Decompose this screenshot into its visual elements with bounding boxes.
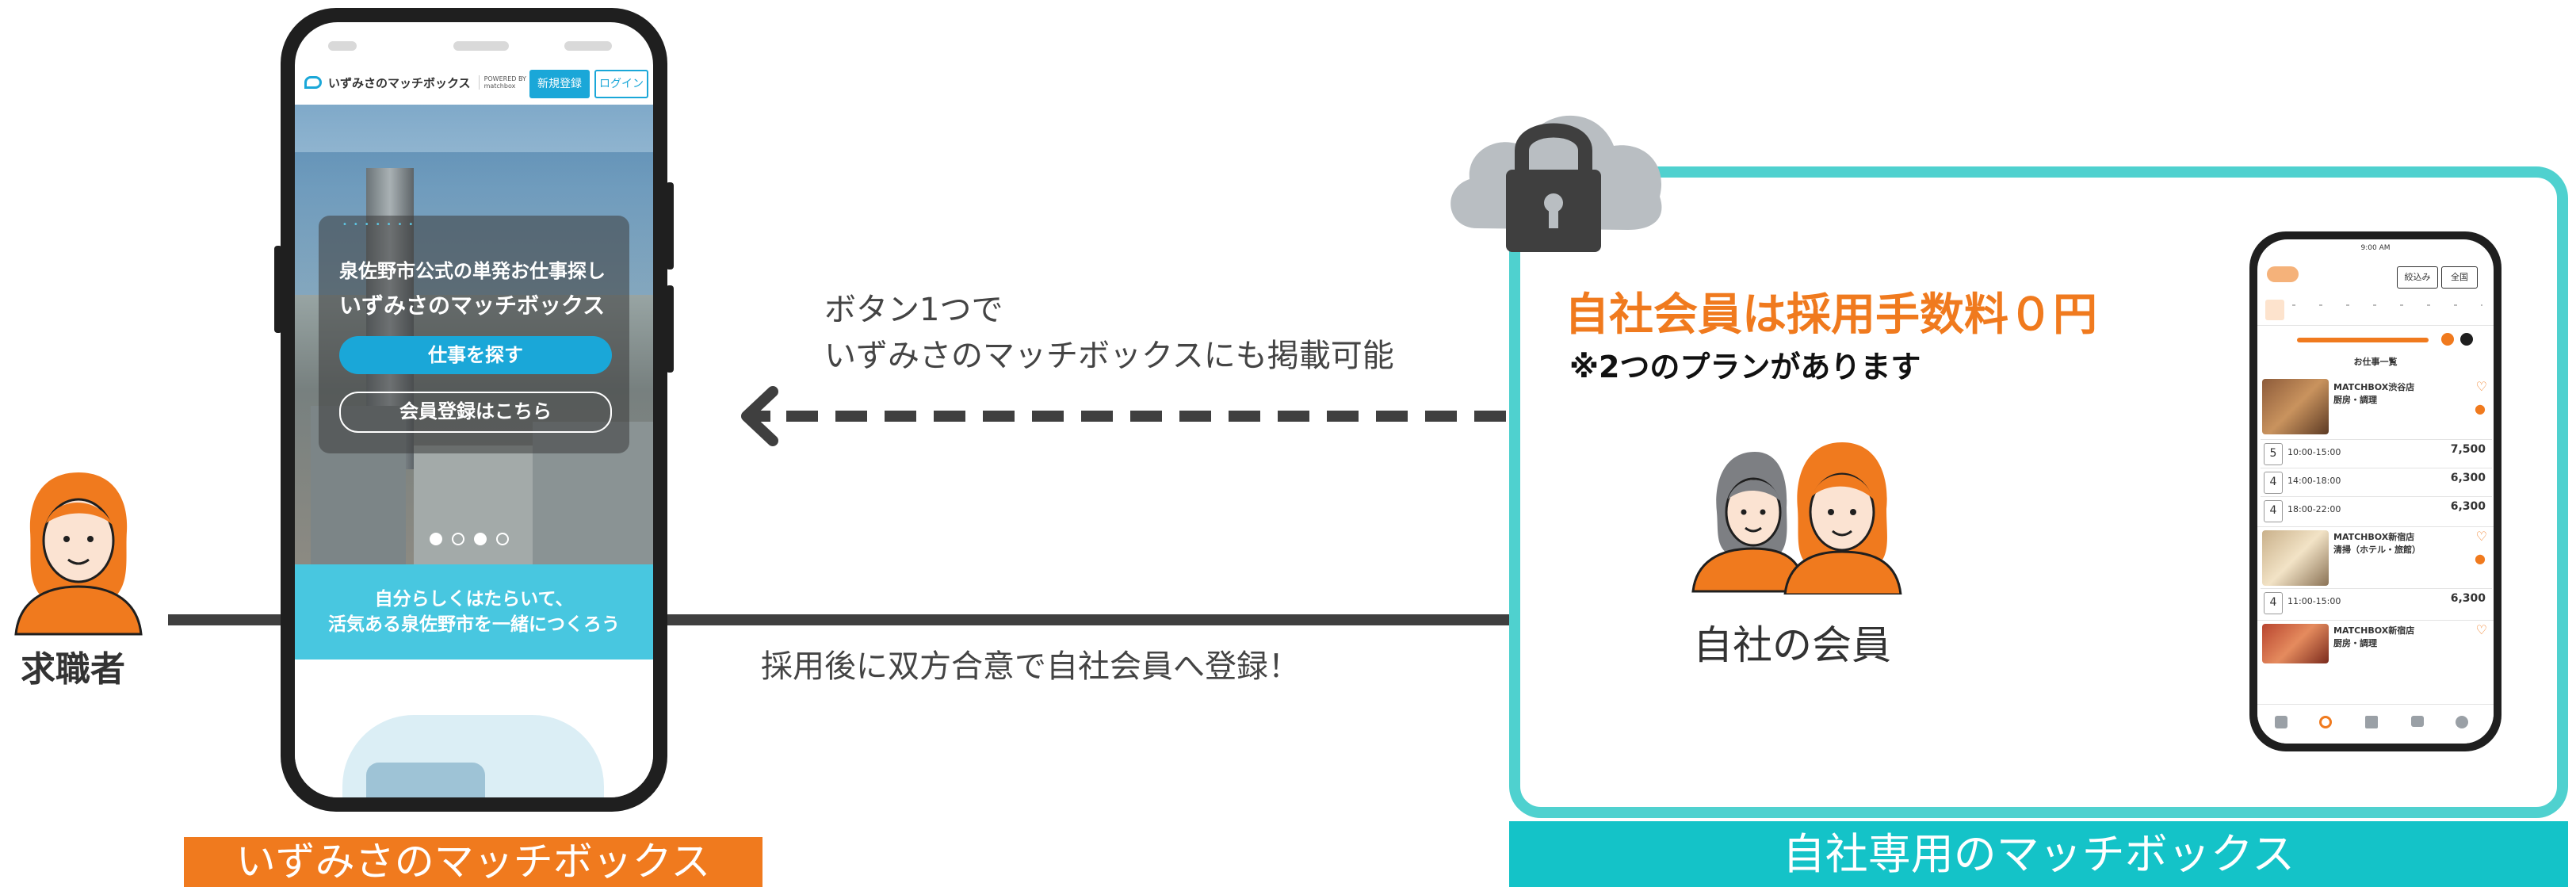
promo-image bbox=[295, 660, 653, 797]
phone-side-button bbox=[666, 285, 674, 373]
tab-chat-icon[interactable] bbox=[2411, 716, 2424, 727]
publish-note-line2: いずみさのマッチボックスにも掲載可能 bbox=[824, 338, 1394, 374]
plan-note: ※2つのプランがあります bbox=[1569, 350, 1921, 384]
private-app-screen: 9:00 AM 絞込み 全国 お仕事一覧 MATCHBOX渋谷店 厨房・調理 ♡… bbox=[2257, 239, 2494, 744]
status-bar bbox=[295, 22, 653, 59]
publish-note: ボタン1つで いずみさのマッチボックスにも掲載可能 bbox=[824, 287, 1506, 379]
shift-row[interactable]: 4 18:00-22:00 6,300 bbox=[2261, 496, 2492, 524]
private-app-phone: 9:00 AM 絞込み 全国 お仕事一覧 MATCHBOX渋谷店 厨房・調理 ♡… bbox=[2249, 231, 2501, 751]
status-bar: 9:00 AM bbox=[2360, 244, 2391, 252]
hero-section: ••••••• 泉佐野市公式の単発お仕事探し いずみさのマッチボックス 仕事を探… bbox=[295, 105, 653, 564]
publish-flow-arrowhead-tip bbox=[741, 386, 778, 446]
shift-row[interactable]: 4 11:00-15:00 6,300 bbox=[2261, 588, 2492, 616]
job-name: MATCHBOX新宿店 bbox=[2333, 532, 2415, 542]
phone-side-button bbox=[274, 246, 282, 333]
tagline-banner: 自分らしくはたらいて、 活気ある泉佐野市を一緒につくろう bbox=[295, 564, 653, 660]
powered-by: POWERED BY matchbox bbox=[478, 75, 526, 90]
pin-icon[interactable]: ● bbox=[2475, 401, 2486, 416]
site-header: いずみさのマッチボックス POWERED BY matchbox 新規登録 ログ… bbox=[295, 60, 653, 105]
fee-title: 自社会員は採用手数料０円 bbox=[1565, 289, 2097, 341]
register-note: 採用後に双方合意で自社会員へ登録！ bbox=[761, 648, 1300, 685]
job-name: MATCHBOX新宿店 bbox=[2333, 625, 2415, 636]
region-button[interactable]: 全国 bbox=[2441, 266, 2478, 289]
job-category: 清掃（ホテル・旅館） bbox=[2333, 545, 2421, 555]
job-card[interactable]: MATCHBOX渋谷店 厨房・調理 ♡ ● bbox=[2257, 377, 2494, 438]
date-strip[interactable] bbox=[2257, 295, 2494, 326]
heart-icon[interactable]: ♡ bbox=[2475, 622, 2487, 637]
member-register-button[interactable]: 会員登録はこちら bbox=[339, 392, 612, 433]
matchbox-logo-icon bbox=[304, 76, 322, 89]
job-list-heading: お仕事一覧 bbox=[2353, 357, 2398, 367]
tab-mypage-icon[interactable] bbox=[2456, 716, 2468, 728]
bottom-tab-bar[interactable] bbox=[2257, 704, 2494, 744]
hero-card: ••••••• 泉佐野市公式の単発お仕事探し いずみさのマッチボックス 仕事を探… bbox=[319, 216, 629, 453]
shift-row[interactable]: 5 10:00-15:00 7,500 bbox=[2261, 439, 2492, 467]
public-site-phone: いずみさのマッチボックス POWERED BY matchbox 新規登録 ログ… bbox=[281, 8, 667, 812]
find-job-button[interactable]: 仕事を探す bbox=[339, 336, 612, 374]
job-card[interactable]: MATCHBOX新宿店 清掃（ホテル・旅館） ♡ ● bbox=[2257, 526, 2494, 587]
site-logo-text: いずみさのマッチボックス bbox=[328, 75, 471, 90]
carousel-dots[interactable] bbox=[430, 533, 518, 549]
job-card[interactable]: MATCHBOX新宿店 厨房・調理 ♡ bbox=[2257, 620, 2494, 668]
tab-home-icon[interactable] bbox=[2275, 716, 2287, 728]
tagline-line1: 自分らしくはたらいて、 bbox=[374, 589, 574, 610]
job-seeker-label: 求職者 bbox=[21, 649, 125, 690]
hero-title: いずみさのマッチボックス bbox=[339, 292, 606, 319]
pin-icon[interactable]: ● bbox=[2475, 551, 2486, 566]
job-name: MATCHBOX渋谷店 bbox=[2333, 382, 2415, 392]
members-icon bbox=[1684, 436, 1913, 596]
person-icon bbox=[14, 472, 143, 636]
time-slider[interactable] bbox=[2257, 328, 2494, 352]
job-category: 厨房・調理 bbox=[2333, 395, 2377, 405]
heart-icon[interactable]: ♡ bbox=[2475, 379, 2487, 394]
publish-note-line1: ボタン1つで bbox=[824, 292, 1003, 328]
register-button[interactable]: 新規登録 bbox=[529, 70, 590, 98]
public-site-screen: いずみさのマッチボックス POWERED BY matchbox 新規登録 ログ… bbox=[295, 22, 653, 797]
hero-decoration: ••••••• bbox=[342, 220, 420, 229]
heart-icon[interactable]: ♡ bbox=[2475, 529, 2487, 544]
job-seeker bbox=[11, 468, 146, 642]
tab-calendar-icon[interactable] bbox=[2365, 716, 2378, 728]
members-label: 自社の会員 bbox=[1693, 622, 1891, 668]
app-header: 絞込み 全国 bbox=[2257, 260, 2494, 295]
tab-search-icon[interactable] bbox=[2319, 716, 2332, 728]
login-button[interactable]: ログイン bbox=[594, 70, 648, 98]
cloud-lock-icon bbox=[1438, 78, 1669, 254]
job-category: 厨房・調理 bbox=[2333, 638, 2377, 648]
shift-row[interactable]: 4 14:00-18:00 6,300 bbox=[2261, 468, 2492, 495]
private-site-label: 自社専用のマッチボックス bbox=[1509, 821, 2568, 887]
app-logo-icon bbox=[2267, 266, 2299, 282]
phone-side-button bbox=[666, 182, 674, 270]
tagline-line2: 活気ある泉佐野市を一緒につくろう bbox=[328, 614, 620, 635]
public-site-label: いずみさのマッチボックス bbox=[184, 837, 762, 887]
filter-button[interactable]: 絞込み bbox=[2397, 266, 2438, 289]
hero-subtitle: 泉佐野市公式の単発お仕事探し bbox=[339, 260, 606, 282]
